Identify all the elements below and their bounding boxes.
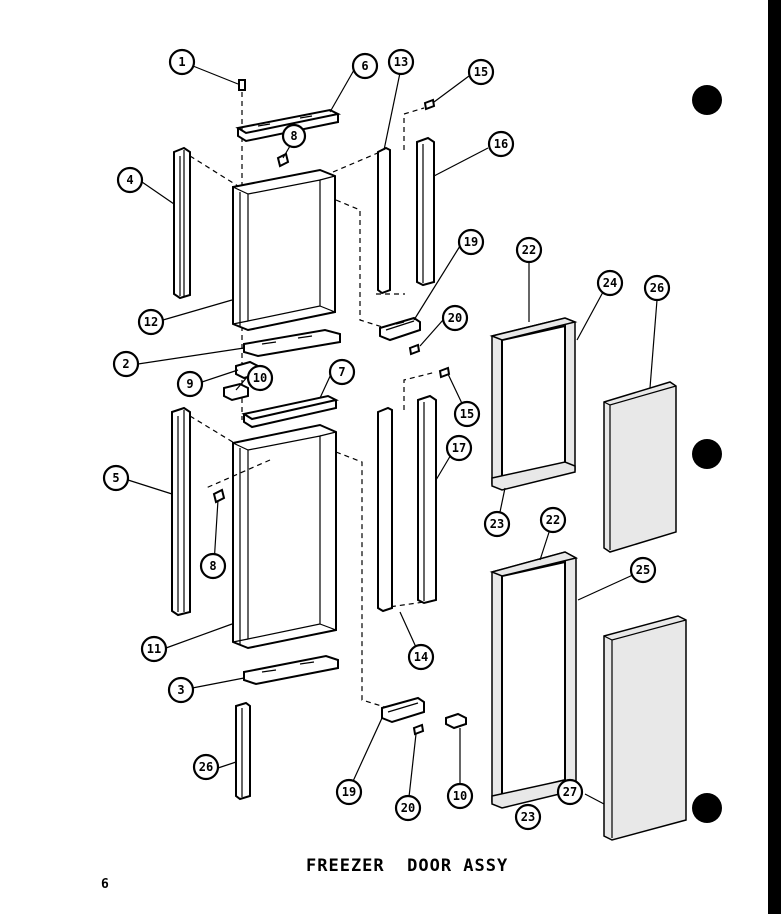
callout-17: 17: [445, 434, 473, 462]
callout-12: 12: [137, 308, 165, 336]
callout-5: 5: [102, 464, 130, 492]
svg-text:19: 19: [342, 785, 356, 799]
spacer-block: [445, 712, 467, 730]
svg-text:9: 9: [186, 377, 193, 391]
upper-insulation-panel: [603, 381, 677, 553]
svg-text:3: 3: [177, 683, 184, 697]
callout-10: 10: [446, 782, 474, 810]
callout-8: 8: [281, 123, 307, 149]
callout-14: 14: [407, 643, 435, 671]
callout-8: 8: [199, 552, 227, 580]
callout-22: 22: [539, 506, 567, 534]
upper-right-strip: [416, 136, 435, 287]
svg-text:8: 8: [209, 559, 216, 573]
svg-text:14: 14: [414, 650, 428, 664]
callout-16: 16: [487, 130, 515, 158]
binder-hole: [692, 439, 722, 469]
lower-center-strip: [377, 406, 393, 613]
callout-15: 15: [453, 400, 481, 428]
screw-part: [276, 152, 290, 168]
upper-bottom-plate: [243, 328, 341, 358]
callout-3: 3: [167, 676, 195, 704]
callout-27: 27: [556, 778, 584, 806]
svg-text:23: 23: [490, 517, 504, 531]
svg-text:2: 2: [122, 357, 129, 371]
callout-15: 15: [467, 58, 495, 86]
callout-20: 20: [394, 794, 422, 822]
callout-22: 22: [515, 236, 543, 264]
callout-10: 10: [246, 364, 274, 392]
svg-text:11: 11: [147, 642, 161, 656]
diagram-title: FREEZER DOOR ASSY: [306, 856, 509, 876]
svg-text:24: 24: [603, 276, 617, 290]
callout-13: 13: [387, 48, 415, 76]
callout-26: 26: [643, 274, 671, 302]
svg-text:20: 20: [448, 311, 462, 325]
svg-text:10: 10: [453, 789, 467, 803]
svg-text:25: 25: [636, 563, 650, 577]
page-edge-bar: [768, 0, 781, 914]
callout-23: 23: [483, 510, 511, 538]
middle-hinge-plate: [241, 394, 339, 429]
small-trim-strip: [235, 701, 251, 801]
svg-text:15: 15: [460, 407, 474, 421]
svg-text:12: 12: [144, 315, 158, 329]
svg-text:19: 19: [464, 235, 478, 249]
svg-text:7: 7: [338, 365, 345, 379]
svg-text:16: 16: [494, 137, 508, 151]
lower-bottom-plate: [243, 654, 339, 686]
screw-part: [438, 366, 451, 379]
callout-9: 9: [176, 370, 204, 398]
callout-6: 6: [351, 52, 379, 80]
lower-left-trim: [171, 406, 191, 617]
svg-text:22: 22: [522, 243, 536, 257]
svg-text:26: 26: [650, 281, 664, 295]
callout-2: 2: [112, 350, 140, 378]
screw-part: [212, 488, 226, 504]
callout-20: 20: [441, 304, 469, 332]
svg-text:5: 5: [112, 471, 119, 485]
screw-part: [238, 79, 246, 91]
lower-right-strip: [417, 394, 437, 605]
page-number: 6: [101, 877, 109, 892]
spacer-block: [223, 382, 249, 402]
svg-text:27: 27: [563, 785, 577, 799]
svg-text:6: 6: [361, 59, 368, 73]
lower-insulation-panel: [603, 615, 687, 841]
svg-text:15: 15: [474, 65, 488, 79]
callout-1: 1: [168, 48, 196, 76]
lower-hinge-bracket: [381, 696, 425, 724]
callout-4: 4: [116, 166, 144, 194]
callout-26: 26: [192, 753, 220, 781]
svg-text:20: 20: [401, 801, 415, 815]
leader-lines: [127, 65, 658, 819]
upper-hinge-bracket: [379, 316, 421, 342]
binder-hole: [692, 85, 722, 115]
svg-text:13: 13: [394, 55, 408, 69]
svg-text:10: 10: [253, 371, 267, 385]
callout-23: 23: [514, 803, 542, 831]
callout-25: 25: [629, 556, 657, 584]
screw-part: [408, 343, 421, 356]
callout-19: 19: [457, 228, 485, 256]
svg-text:23: 23: [521, 810, 535, 824]
svg-text:8: 8: [290, 129, 297, 143]
callout-7: 7: [328, 358, 356, 386]
callout-19: 19: [335, 778, 363, 806]
screw-part: [423, 98, 436, 111]
svg-text:22: 22: [546, 513, 560, 527]
screw-part: [412, 723, 425, 736]
svg-text:4: 4: [126, 173, 133, 187]
svg-text:1: 1: [178, 55, 185, 69]
binder-hole: [692, 793, 722, 823]
svg-text:17: 17: [452, 441, 466, 455]
callout-11: 11: [140, 635, 168, 663]
callout-24: 24: [596, 269, 624, 297]
upper-center-strip: [377, 146, 391, 295]
upper-left-trim: [173, 146, 191, 300]
svg-text:26: 26: [199, 760, 213, 774]
